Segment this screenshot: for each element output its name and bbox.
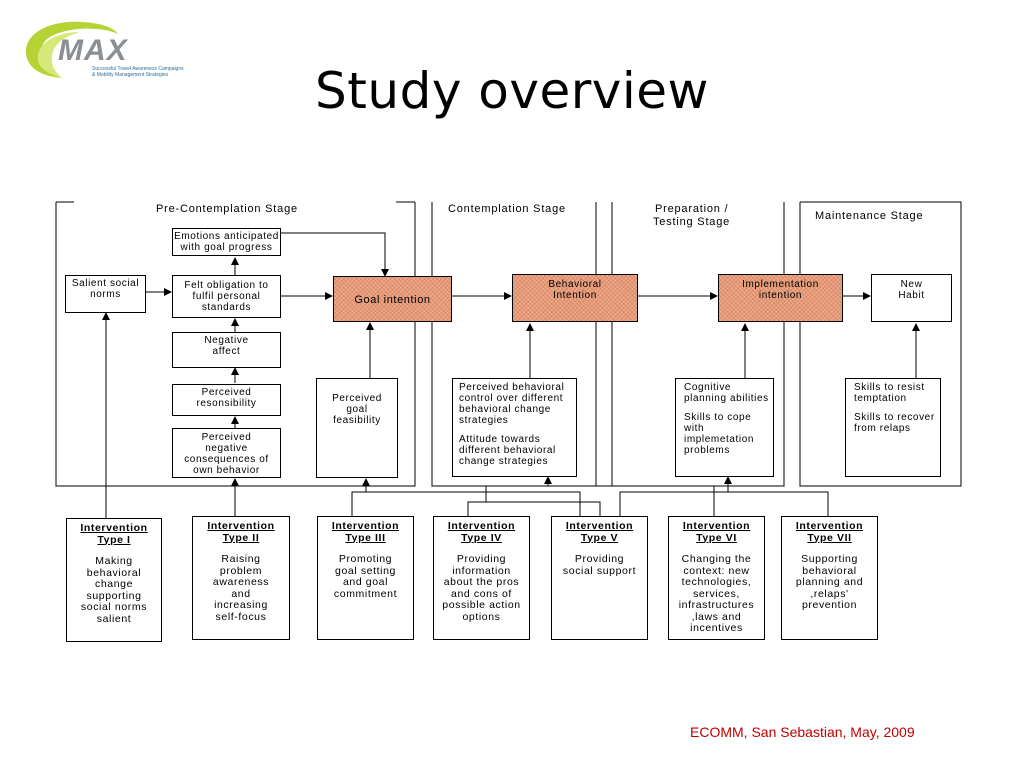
- logo-subtitle-line1: Successful Travel Awareness Campaigns: [92, 66, 184, 72]
- skills-text-1: Skills to resist temptation: [854, 382, 925, 404]
- perceived-responsibility-box: Perceived resonsibility: [172, 384, 281, 416]
- new-habit-box: New Habit: [871, 274, 952, 322]
- perceived-negative-consequences-box: Perceived negative consequences of own b…: [172, 428, 281, 478]
- stage-label-preparation-2: Testing Stage: [653, 216, 731, 228]
- intervention-type-3-title: Intervention Type III: [331, 520, 400, 544]
- emotions-box: Emotions anticipated with goal progress: [172, 228, 281, 256]
- intervention-type-4-title: Intervention Type IV: [447, 520, 516, 544]
- intervention-type-6-box: Intervention Type VI Changing the contex…: [668, 516, 765, 640]
- max-logo: [22, 14, 232, 88]
- cognitive-text-2: Skills to cope with implemetation proble…: [684, 412, 755, 456]
- goal-intention-box: Goal intention: [333, 276, 452, 322]
- salient-norms-box: Salient social norms: [65, 275, 146, 313]
- intervention-type-5-title: Intervention Type V: [565, 520, 634, 544]
- skills-box: Skills to resist temptation Skills to re…: [845, 378, 941, 477]
- intervention-type-5-box: Intervention Type V Providing social sup…: [551, 516, 648, 640]
- intervention-type-1-box: Intervention Type I Making behavioral ch…: [66, 518, 162, 642]
- stage-label-maintenance: Maintenance Stage: [813, 210, 926, 222]
- intervention-type-2-box: Intervention Type II Raising problem awa…: [192, 516, 290, 640]
- cognitive-box: Cognitive planning abilities Skills to c…: [675, 378, 774, 477]
- stage-label-contemplation: Contemplation Stage: [446, 203, 568, 215]
- intervention-type-7-box: Intervention Type VII Supporting behavio…: [781, 516, 878, 640]
- stage-label-pre-contemplation: Pre-Contemplation Stage: [154, 203, 300, 215]
- intervention-type-6-title: Intervention Type VI: [682, 520, 751, 544]
- intervention-type-2-title: Intervention Type II: [207, 520, 275, 544]
- intervention-type-1-title: Intervention Type I: [80, 522, 148, 546]
- behavioral-intention-box: Behavioral Intention: [512, 274, 638, 322]
- pbc-text-1: Perceived behavioral control over differ…: [459, 382, 565, 426]
- logo-wordmark: MAX: [58, 34, 128, 67]
- intervention-type-2-desc: Raising problem awareness and increasing…: [212, 553, 270, 623]
- max-swoosh-logo-icon: [25, 21, 118, 78]
- intervention-type-4-box: Intervention Type IV Providing informati…: [433, 516, 530, 640]
- intervention-type-3-desc: Promoting goal setting and goal commitme…: [333, 553, 398, 600]
- negative-affect-box: Negative affect: [172, 332, 281, 368]
- intervention-type-7-title: Intervention Type VII: [795, 520, 864, 544]
- logo-subtitle-line2: & Mobility Management Strategies: [92, 72, 169, 78]
- slide-title: Study overview: [315, 62, 709, 120]
- cognitive-text-1: Cognitive planning abilities: [684, 382, 769, 404]
- intervention-type-6-desc: Changing the context: new technologies, …: [678, 553, 755, 634]
- stage-label-preparation-1: Preparation /: [655, 203, 729, 215]
- intervention-type-7-desc: Supporting behavioral planning and ,rela…: [795, 553, 864, 611]
- implementation-intention-box: Implementation intention: [718, 274, 843, 322]
- footer-text: ECOMM, San Sebastian, May, 2009: [690, 724, 915, 740]
- intervention-type-5-desc: Providing social support: [562, 553, 637, 577]
- intervention-type-3-box: Intervention Type III Promoting goal set…: [317, 516, 414, 640]
- pbc-box: Perceived behavioral control over differ…: [452, 378, 577, 477]
- goal-feasibility-box: Perceived goal feasibility: [316, 378, 398, 478]
- skills-text-2: Skills to recover from relaps: [854, 412, 935, 434]
- intervention-type-4-desc: Providing information about the pros and…: [442, 553, 521, 623]
- intervention-type-1-desc: Making behavioral change supporting soci…: [80, 555, 148, 625]
- felt-obligation-box: Felt obligation to fulfil personal stand…: [172, 275, 281, 318]
- pbc-text-2: Attitude towards different behavioral ch…: [459, 434, 556, 467]
